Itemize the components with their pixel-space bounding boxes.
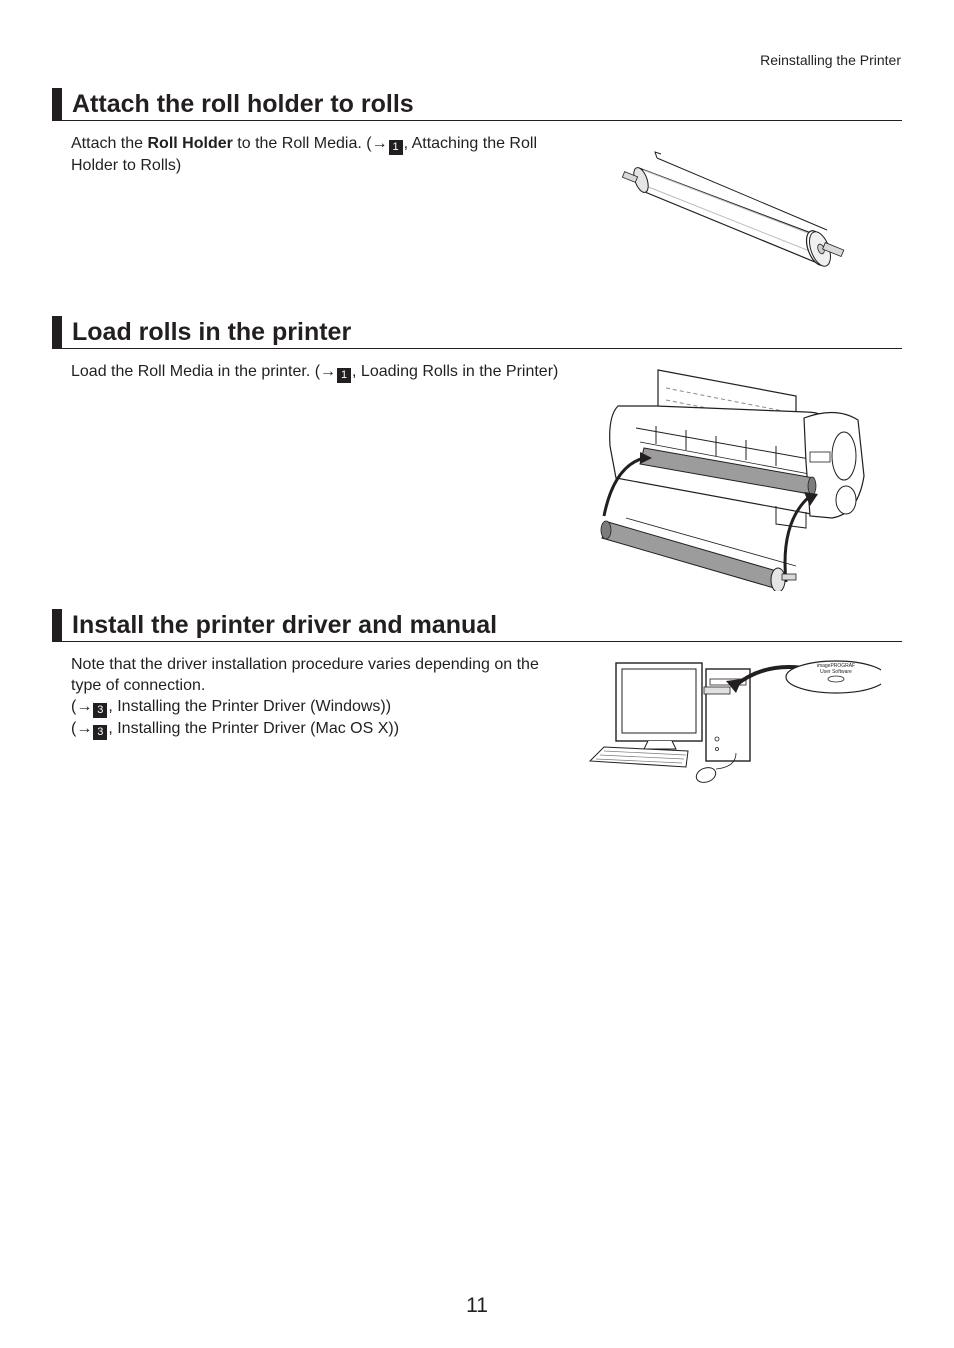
chapter-badge: 1 (337, 368, 352, 383)
section-heading: Attach the roll holder to rolls (52, 88, 902, 121)
section-heading: Install the printer driver and manual (52, 609, 902, 642)
reference-line: (→3, Installing the Printer Driver (Wind… (71, 696, 571, 718)
section-body: Load the Roll Media in the printer. (→1,… (71, 361, 571, 383)
cross-reference-link[interactable]: , Installing the Printer Driver (Mac OS … (108, 720, 400, 737)
section-body: Attach the Roll Holder to the Roll Media… (71, 133, 571, 176)
bold-term: Roll Holder (147, 135, 233, 152)
body-paragraph: Load the Roll Media in the printer. (→1,… (71, 361, 571, 383)
cross-reference-link[interactable]: , Installing the Printer Driver (Windows… (108, 698, 392, 715)
disc-label: imagePROGRAF (817, 663, 855, 669)
section-heading: Load rolls in the printer (52, 316, 902, 349)
page-number: 11 (466, 1294, 488, 1317)
section-title: Install the printer driver and manual (72, 611, 498, 639)
reference-line: (→3, Installing the Printer Driver (Mac … (71, 718, 571, 740)
roll-holder-illustration (621, 151, 845, 267)
disc-label: User Software (820, 669, 852, 675)
chapter-badge: 3 (93, 703, 108, 718)
section-load-rolls: Load rolls in the printer Load the Roll … (52, 316, 902, 591)
section-install-driver: Install the printer driver and manual No… (52, 609, 902, 799)
chapter-badge: 3 (93, 725, 108, 740)
chapter-badge: 1 (388, 140, 403, 155)
section-body: Note that the driver installation proced… (71, 654, 571, 740)
heading-bar (52, 316, 62, 348)
text-run: (→ (71, 698, 93, 715)
note-paragraph: Note that the driver installation proced… (71, 656, 539, 694)
section-attach-roll-holder: Attach the roll holder to rolls Attach t… (52, 88, 902, 288)
cross-reference-link[interactable]: , Loading Rolls in the Printer) (352, 363, 559, 380)
text-run: (→ (71, 720, 93, 737)
text-run: to the Roll Media. (→ (232, 135, 388, 152)
load-rolls-printer-illustration (600, 369, 865, 591)
section-title: Load rolls in the printer (72, 318, 352, 346)
text-run: Attach the (71, 135, 148, 152)
running-head: Reinstalling the Printer (760, 52, 901, 68)
heading-bar (52, 88, 62, 120)
heading-bar (52, 609, 62, 641)
cross-reference-link[interactable]: , Attaching the Roll Holder to Rolls) (71, 135, 537, 174)
computer-install-illustration: imagePROGRAF User Software (588, 660, 881, 783)
body-paragraph: Attach the Roll Holder to the Roll Media… (71, 133, 571, 176)
section-title: Attach the roll holder to rolls (72, 90, 414, 118)
text-run: Load the Roll Media in the printer. (→ (71, 363, 337, 380)
